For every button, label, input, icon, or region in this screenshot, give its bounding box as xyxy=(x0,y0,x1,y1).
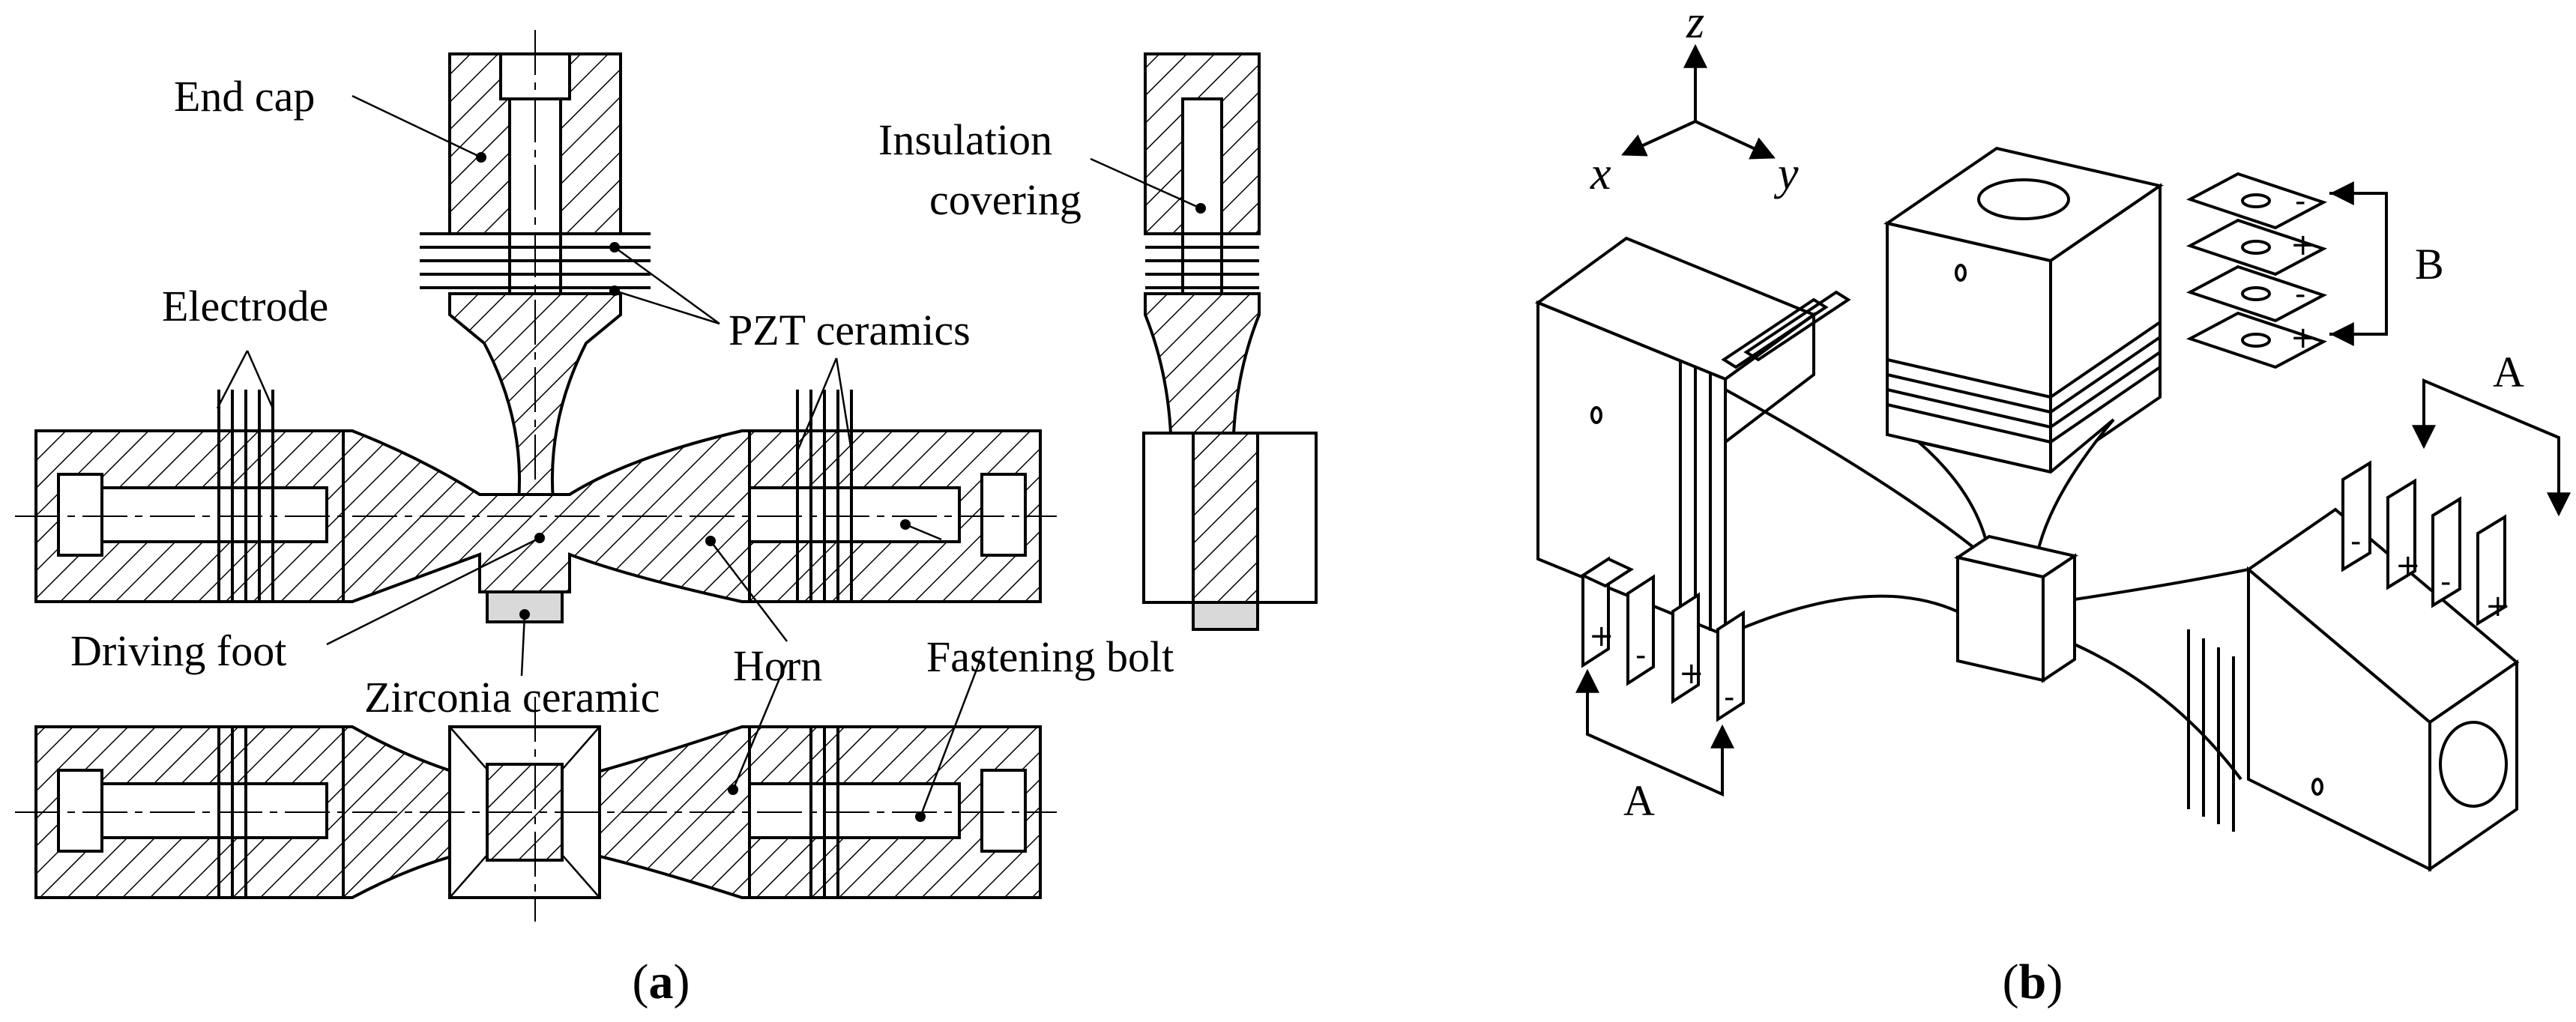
side-view-transducer xyxy=(1142,52,1318,631)
vertical-transducer xyxy=(420,30,651,502)
axis-z-label: z xyxy=(1686,0,1704,48)
label-b: B xyxy=(2415,240,2444,288)
label-a-right: A xyxy=(2493,348,2524,396)
sign-a-left-1: + xyxy=(1589,619,1614,653)
plate-group-a-left: + - + - A xyxy=(1575,556,1745,825)
sign-a-left-2: - xyxy=(1635,638,1646,673)
panel-a-drawing: End cap Insulation covering Electrode PZ… xyxy=(15,30,1318,1009)
horizontal-pzt-right xyxy=(796,390,853,602)
plate-group-a-right: - + - + A xyxy=(2341,348,2571,626)
block-right xyxy=(2074,507,2520,872)
horizontal-pzt-left xyxy=(217,390,274,602)
sign-b-1: - xyxy=(2295,184,2305,219)
label-fastening-bolt: Fastening bolt xyxy=(926,632,1174,681)
plate-stack-b: - + - + B xyxy=(2186,172,2444,369)
sign-a-right-3: - xyxy=(2440,565,2451,599)
caption-b: (b) xyxy=(2003,955,2063,1009)
sign-a-left-4: - xyxy=(1724,680,1734,715)
sign-a-right-4: + xyxy=(2485,589,2511,623)
caption-a: (a) xyxy=(633,955,690,1009)
axis-x-label: x xyxy=(1590,148,1611,199)
horizontal-transducer xyxy=(15,390,1057,623)
sign-a-left-3: + xyxy=(1679,656,1704,691)
foot-cube xyxy=(1954,534,2078,683)
label-electrode: Electrode xyxy=(162,282,328,330)
bottom-transducer xyxy=(15,697,1057,922)
axis-y-label: y xyxy=(1773,148,1799,199)
block-center xyxy=(1883,146,2164,569)
label-insulation-2: covering xyxy=(929,175,1082,224)
sign-b-4: + xyxy=(2290,321,2316,355)
panel-b-drawing: z x y xyxy=(1534,0,2571,1009)
label-pzt-ceramics: PZT ceramics xyxy=(729,306,971,354)
label-a-left: A xyxy=(1623,776,1655,825)
sign-a-right-1: - xyxy=(2350,524,2361,559)
label-horn: Horn xyxy=(733,641,822,690)
axis-triad: z x y xyxy=(1590,0,1799,199)
label-end-cap: End cap xyxy=(174,72,315,121)
panel-a-leaders xyxy=(216,94,1206,822)
label-driving-foot: Driving foot xyxy=(70,626,286,675)
sign-b-3: - xyxy=(2295,277,2305,312)
sign-b-2: + xyxy=(2290,228,2316,262)
label-zirconia-ceramic: Zirconia ceramic xyxy=(364,673,660,722)
block-left xyxy=(1534,236,1980,638)
label-insulation-1: Insulation xyxy=(878,115,1052,164)
sign-a-right-2: + xyxy=(2395,548,2421,583)
